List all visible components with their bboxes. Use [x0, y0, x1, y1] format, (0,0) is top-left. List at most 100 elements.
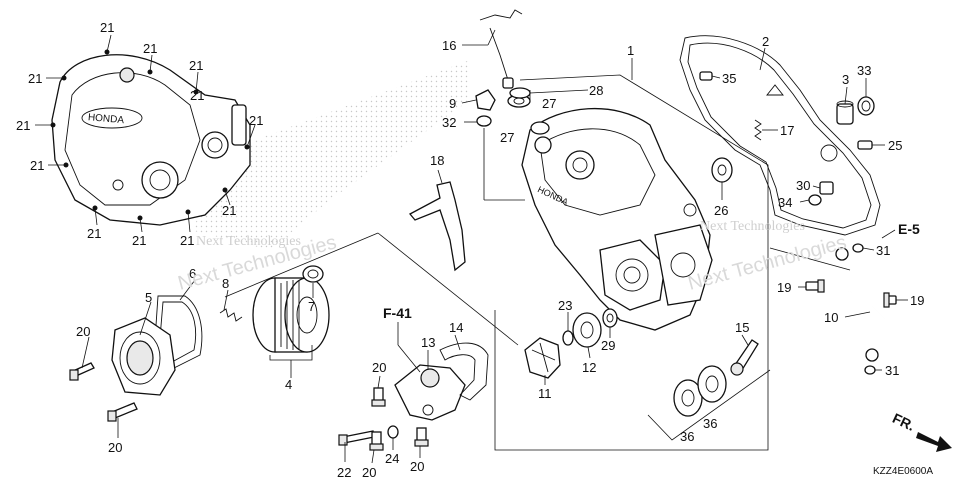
label-14: 14	[449, 320, 463, 335]
label-32: 32	[442, 115, 456, 130]
label-18: 18	[430, 153, 444, 168]
label-21: 21	[222, 203, 236, 218]
label-21: 21	[143, 41, 157, 56]
label-30: 30	[796, 178, 810, 193]
label-20: 20	[410, 459, 424, 474]
collar-3	[836, 100, 854, 125]
washer-31a	[852, 243, 864, 253]
seal-12	[572, 312, 602, 348]
stipple-shading	[190, 60, 470, 250]
label-21: 21	[100, 20, 114, 35]
label-34: 34	[778, 195, 792, 210]
bearing-36b	[697, 365, 727, 403]
leader-lines	[35, 29, 908, 464]
collar-30	[819, 181, 834, 195]
label-22: 22	[337, 465, 351, 480]
watermark: Next Technologies	[196, 234, 301, 249]
label-10: 10	[824, 310, 838, 325]
bolt-19b	[883, 292, 897, 308]
bearing-36a	[673, 379, 703, 417]
front-arrow-icon: FR.	[890, 410, 952, 452]
label-26: 26	[714, 203, 728, 218]
spring-28	[509, 87, 531, 99]
label-33: 33	[857, 63, 871, 78]
label-27: 27	[500, 130, 514, 145]
label-21: 21	[87, 226, 101, 241]
label-13: 13	[421, 335, 435, 350]
bolt-19a	[805, 279, 825, 293]
svg-text:FR.: FR.	[890, 410, 917, 434]
label-21: 21	[189, 58, 203, 73]
sensor-cable-16	[479, 9, 523, 89]
gasket-14	[439, 342, 489, 401]
label-28: 28	[589, 83, 603, 98]
label-16: 16	[442, 38, 456, 53]
filter-cover-5	[111, 317, 176, 396]
label-12: 12	[582, 360, 596, 375]
label-21: 21	[132, 233, 146, 248]
dowel-pin-25	[857, 140, 873, 150]
label-19: 19	[910, 293, 924, 308]
label-8: 8	[222, 276, 229, 291]
label-20: 20	[362, 465, 376, 480]
bolt-20a	[69, 362, 95, 381]
o-ring-7	[302, 265, 324, 283]
label-35: 35	[722, 71, 736, 86]
label-20: 20	[76, 324, 90, 339]
bearing-26	[711, 157, 733, 183]
seal-27b	[530, 121, 550, 135]
label-20: 20	[108, 440, 122, 455]
collar-34	[808, 194, 822, 206]
part-labels: 21 21 21 21 21 21 21 21 21 21 21 21 16 9…	[16, 20, 924, 480]
label-17: 17	[780, 123, 794, 138]
catalog-code: KZZ4E0600A	[873, 466, 933, 477]
brand-honda-left: HONDA	[87, 112, 124, 126]
bolt-20e	[414, 427, 429, 447]
label-15: 15	[735, 320, 749, 335]
washer-23	[562, 330, 574, 346]
pin-15	[730, 339, 759, 376]
label-29: 29	[601, 338, 615, 353]
label-4: 4	[285, 377, 292, 392]
label-11: 11	[538, 386, 552, 401]
oil-pipe-10	[835, 247, 890, 362]
label-3: 3	[842, 72, 849, 87]
oil-filler-cap-9	[475, 89, 496, 111]
spring-17	[754, 119, 762, 141]
label-21: 21	[16, 118, 30, 133]
label-27: 27	[542, 96, 556, 111]
crankcase-cover-right: HONDA	[521, 108, 713, 331]
spring-8	[219, 308, 243, 322]
washer-33	[857, 96, 875, 116]
label-21: 21	[249, 113, 263, 128]
label-19: 19	[777, 280, 791, 295]
bolt-22	[338, 430, 375, 446]
bolt-20c	[371, 387, 386, 407]
clutch-cover-left: HONDA	[50, 49, 251, 226]
bracket-18	[408, 181, 466, 272]
label-5: 5	[145, 290, 152, 305]
dowel-pin-35	[699, 71, 713, 81]
label-21: 21	[190, 88, 204, 103]
oil-filter-4	[252, 277, 330, 353]
watermark: Next Technologies	[700, 219, 805, 234]
washer-31b	[864, 365, 876, 375]
label-21: 21	[30, 158, 44, 173]
bolt-20d	[369, 431, 384, 451]
label-21: 21	[28, 71, 42, 86]
washer-29	[602, 308, 618, 328]
label-1: 1	[627, 43, 634, 58]
label-31: 31	[876, 243, 890, 258]
gasket-6	[154, 295, 203, 371]
ref-f41: F-41	[383, 305, 412, 321]
label-36: 36	[680, 429, 694, 444]
label-25: 25	[888, 138, 902, 153]
label-23: 23	[558, 298, 572, 313]
impeller-11	[524, 337, 561, 379]
label-36: 36	[703, 416, 717, 431]
o-ring-32	[476, 115, 492, 127]
label-9: 9	[449, 96, 456, 111]
bracket-outline-1	[494, 74, 769, 451]
label-31: 31	[885, 363, 899, 378]
